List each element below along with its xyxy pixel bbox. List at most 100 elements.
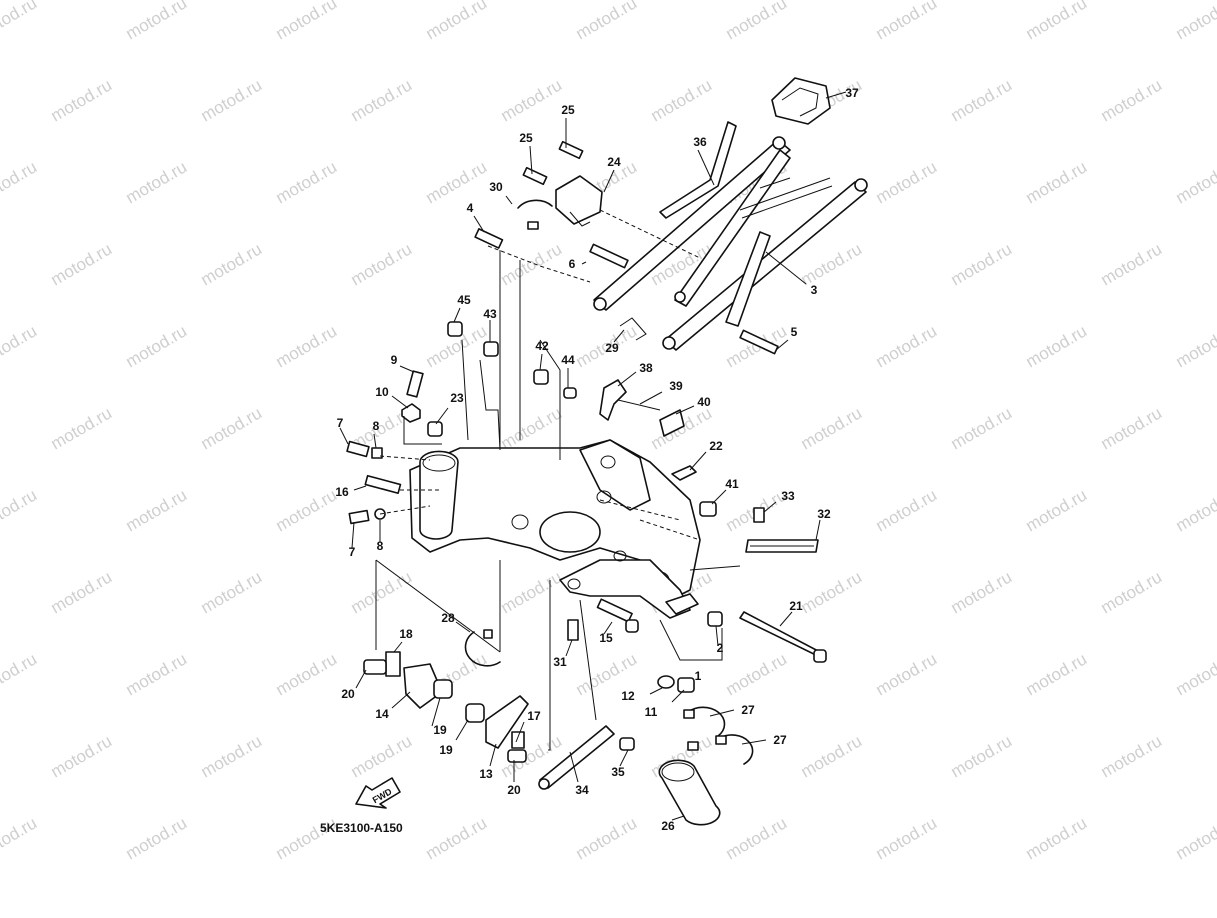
watermark-text: motod.ru xyxy=(648,403,716,453)
watermark-text: motod.ru xyxy=(273,649,341,699)
washer-bolt xyxy=(658,676,694,692)
callout-21: 21 xyxy=(789,599,803,613)
callout-20: 20 xyxy=(507,783,521,797)
watermark-text: motod.ru xyxy=(1098,403,1166,453)
watermark-text: motod.ru xyxy=(798,403,866,453)
watermark-text: motod.ru xyxy=(0,0,40,43)
watermark-text: motod.ru xyxy=(873,321,941,371)
callout-23: 23 xyxy=(450,391,464,405)
watermark-text: motod.ru xyxy=(948,731,1016,781)
callout-22: 22 xyxy=(709,439,723,453)
watermark-text: motod.ru xyxy=(423,157,491,207)
damper-and-clips xyxy=(659,707,752,824)
watermark-text: motod.ru xyxy=(198,75,266,125)
watermark-text: motod.ru xyxy=(498,567,566,617)
callout-35: 35 xyxy=(611,765,625,779)
callout-44: 44 xyxy=(561,353,575,367)
watermark-text: motod.ru xyxy=(723,0,791,43)
watermark-text: motod.ru xyxy=(648,75,716,125)
watermark-text: motod.ru xyxy=(273,157,341,207)
callout-31: 31 xyxy=(553,655,567,669)
callout-4: 4 xyxy=(467,201,474,215)
watermark-text: motod.ru xyxy=(723,813,791,863)
callout-24: 24 xyxy=(607,155,621,169)
callout-14: 14 xyxy=(375,707,389,721)
callout-11: 11 xyxy=(645,705,658,719)
watermark-text: motod.ru xyxy=(798,239,866,289)
callout-20: 20 xyxy=(341,687,355,701)
callout-12: 12 xyxy=(621,689,635,703)
callout-19: 19 xyxy=(433,723,447,737)
watermark-text: motod.ru xyxy=(348,239,416,289)
callout-16: 16 xyxy=(335,485,349,499)
callout-18: 18 xyxy=(399,627,413,641)
callout-25: 25 xyxy=(519,131,533,145)
watermark-text: motod.ru xyxy=(498,403,566,453)
watermark-text: motod.ru xyxy=(48,731,116,781)
watermark-text: motod.ru xyxy=(198,731,266,781)
watermark-text: motod.ru xyxy=(873,485,941,535)
callout-28: 28 xyxy=(441,611,455,625)
fwd-arrow-icon: FWD xyxy=(356,778,400,808)
watermark-text: motod.ru xyxy=(498,239,566,289)
callout-40: 40 xyxy=(697,395,711,409)
callout-41: 41 xyxy=(725,477,739,491)
watermark-text: motod.ru xyxy=(48,403,116,453)
watermark-text: motod.ru xyxy=(123,0,191,43)
watermark-text: motod.ru xyxy=(123,321,191,371)
watermark-text: motod.ru xyxy=(1173,321,1217,371)
watermark-text: motod.ru xyxy=(1173,485,1217,535)
watermark-text: motod.ru xyxy=(1173,157,1217,207)
watermark-text: motod.ru xyxy=(123,485,191,535)
watermark-text: motod.ru xyxy=(198,403,266,453)
watermark-text: motod.ru xyxy=(873,157,941,207)
callout-25: 25 xyxy=(561,103,575,117)
callout-6: 6 xyxy=(569,257,576,271)
callout-42: 42 xyxy=(535,339,549,353)
watermark-text: motod.ru xyxy=(48,567,116,617)
watermark-text: motod.ru xyxy=(1098,567,1166,617)
callout-17: 17 xyxy=(527,709,541,723)
watermark-text: motod.ru xyxy=(1023,813,1091,863)
watermark-text: motod.ru xyxy=(273,0,341,43)
watermark-text: motod.ru xyxy=(1173,0,1217,43)
watermark-text: motod.ru xyxy=(198,567,266,617)
watermark-text: motod.ru xyxy=(1173,649,1217,699)
watermark-text: motod.ru xyxy=(498,75,566,125)
watermark-text: motod.ru xyxy=(948,239,1016,289)
watermark-text: motod.ru xyxy=(0,485,40,535)
watermark-text: motod.ru xyxy=(1098,239,1166,289)
watermark-text: motod.ru xyxy=(873,649,941,699)
callout-7: 7 xyxy=(349,545,356,559)
watermark-text: motod.ru xyxy=(948,75,1016,125)
watermark-text: motod.ru xyxy=(123,157,191,207)
callout-7: 7 xyxy=(337,416,344,430)
watermark-text: motod.ru xyxy=(573,813,641,863)
watermark-text: motod.ru xyxy=(573,0,641,43)
callout-2: 2 xyxy=(717,641,724,655)
callout-36: 36 xyxy=(693,135,707,149)
callout-9: 9 xyxy=(391,353,398,367)
watermark-text: motod.ru xyxy=(0,321,40,371)
bar-assembly xyxy=(746,508,818,552)
callout-15: 15 xyxy=(599,631,613,645)
watermark-text: motod.ru xyxy=(423,813,491,863)
callout-39: 39 xyxy=(669,379,683,393)
callout-43: 43 xyxy=(483,307,497,321)
callout-37: 37 xyxy=(845,86,859,100)
watermark-text: motod.ru xyxy=(1098,75,1166,125)
callout-33: 33 xyxy=(781,489,795,503)
watermark-text: motod.ru xyxy=(273,485,341,535)
watermark-text: motod.ru xyxy=(123,813,191,863)
watermark-text: motod.ru xyxy=(348,731,416,781)
callout-27: 27 xyxy=(773,733,787,747)
watermark-text: motod.ru xyxy=(948,403,1016,453)
watermark-text: motod.ru xyxy=(123,649,191,699)
callout-10: 10 xyxy=(375,385,389,399)
watermark-text: motod.ru xyxy=(1023,157,1091,207)
watermark-text: motod.ru xyxy=(798,731,866,781)
callout-27: 27 xyxy=(741,703,755,717)
callout-30: 30 xyxy=(489,180,503,194)
watermark-text: motod.ru xyxy=(798,567,866,617)
